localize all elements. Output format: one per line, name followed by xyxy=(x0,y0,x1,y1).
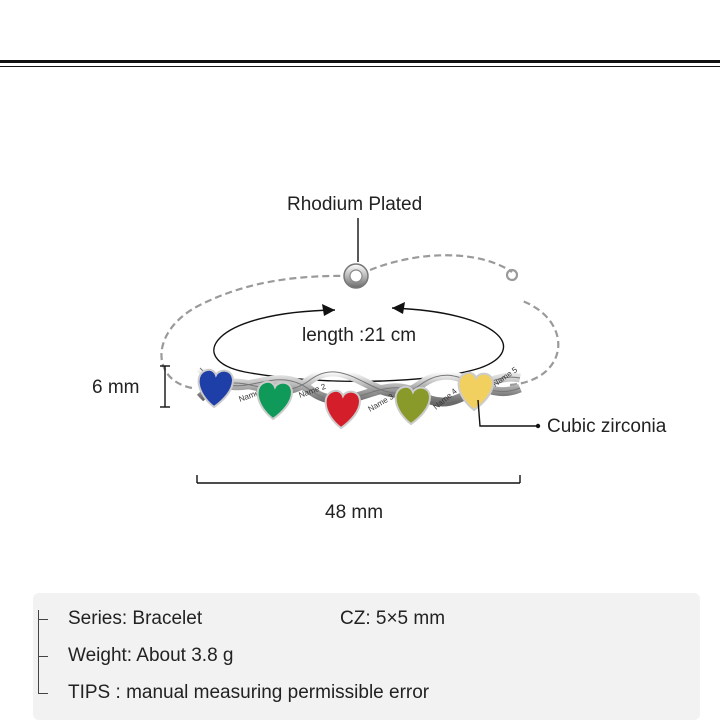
stone-pointer xyxy=(477,399,538,427)
length-label: length :21 cm xyxy=(302,325,417,346)
top-rule xyxy=(0,60,720,63)
spec-panel xyxy=(33,593,700,720)
spec-connector xyxy=(38,610,39,694)
width-bracket xyxy=(196,475,521,484)
heart-stone-1 xyxy=(197,368,235,409)
clasp-icon xyxy=(343,263,369,289)
bracelet-chain xyxy=(160,254,560,390)
material-label: Rhodium Plated xyxy=(287,194,423,215)
spec-tips: TIPS : manual measuring permissible erro… xyxy=(68,682,430,703)
width-label: 48 mm xyxy=(325,502,384,523)
heart-stone-5 xyxy=(457,371,495,412)
spec-tick-1 xyxy=(38,619,48,620)
heart-stone-4 xyxy=(394,385,432,426)
spec-series: Series: Bracelet xyxy=(68,608,203,629)
spec-tick-2 xyxy=(38,656,48,657)
height-label: 6 mm xyxy=(92,377,140,398)
top-rule-thin xyxy=(0,66,720,67)
height-bracket xyxy=(160,365,170,408)
spec-tick-3 xyxy=(38,693,48,694)
stone-label: Cubic zirconia xyxy=(547,416,667,437)
heart-stone-3 xyxy=(324,389,362,430)
spec-weight: Weight: About 3.8 g xyxy=(68,645,234,666)
spec-cz: CZ: 5×5 mm xyxy=(340,608,446,629)
heart-stone-2 xyxy=(256,380,294,421)
bracelet-illustration: Name 1 Name 2 Name 3 Name 4 Name 5 xyxy=(160,218,560,484)
